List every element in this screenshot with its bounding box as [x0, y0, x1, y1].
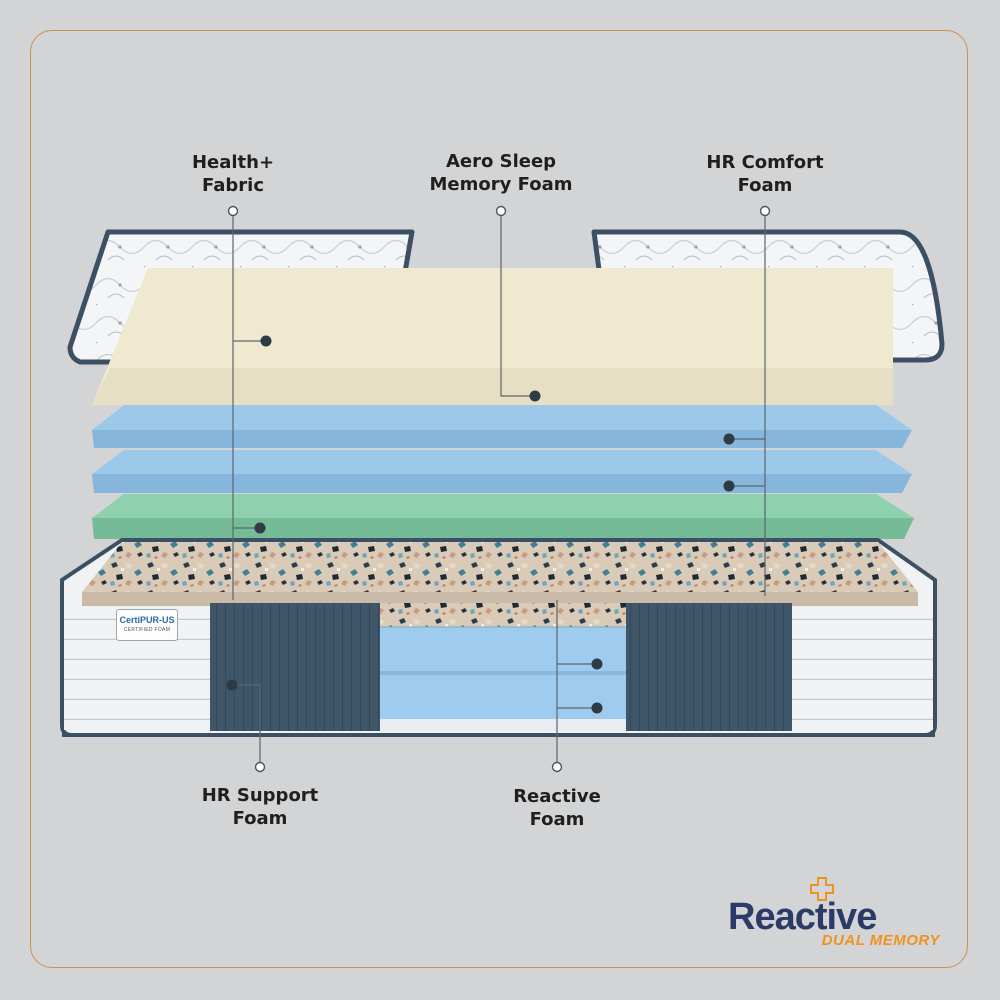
marker-reactive-1 — [591, 658, 603, 670]
layer-marker-dots — [226, 335, 735, 714]
marker-memory-foam — [529, 390, 541, 402]
mattress-base — [60, 538, 937, 737]
label-health-fabric: Health+ Fabric — [191, 152, 275, 196]
certipur-subtext: CERTIFIED FOAM — [123, 627, 171, 633]
image-frame — [30, 30, 968, 968]
marker-comfort-1 — [723, 433, 735, 445]
logo-plus-icon — [809, 877, 834, 901]
certipur-name: CertiPUR-US — [119, 615, 175, 625]
logo-subtitle: DUAL MEMORY — [821, 932, 940, 949]
logo-word-part2: ive — [826, 896, 878, 938]
anchor-dot-hr-comfort — [759, 205, 771, 217]
anchor-dot-hr-support — [254, 761, 266, 773]
marker-green — [254, 522, 266, 534]
hr-comfort-foam-layer-2 — [92, 450, 912, 493]
logo-cross-t: t — [809, 877, 834, 936]
marker-reactive-2 — [591, 702, 603, 714]
anchor-dot-aero-sleep — [495, 205, 507, 217]
anchor-dot-reactive — [551, 761, 563, 773]
leader-aero-sleep — [500, 216, 535, 397]
marker-comfort-2 — [723, 480, 735, 492]
marker-fabric — [260, 335, 272, 347]
label-anchor-dots — [227, 205, 771, 773]
label-reactive-foam: Reactive Foam — [513, 786, 601, 830]
anchor-dot-health-fabric — [227, 205, 239, 217]
green-foam-layer — [92, 494, 914, 539]
label-hr-support-foam: HR Support Foam — [201, 785, 319, 829]
logo-word-part1: Reac — [728, 896, 816, 938]
label-aero-sleep-memory-foam: Aero Sleep Memory Foam — [429, 151, 573, 195]
label-hr-comfort-foam: HR Comfort Foam — [706, 152, 824, 196]
certipur-badge: CertiPUR-US CERTIFIED FOAM — [116, 609, 178, 641]
leader-lines — [232, 216, 766, 762]
marker-support — [226, 679, 238, 691]
aero-sleep-memory-foam-layer — [92, 268, 893, 405]
leader-hr-support — [232, 684, 261, 762]
hr-comfort-foam-layer-1 — [92, 405, 912, 448]
